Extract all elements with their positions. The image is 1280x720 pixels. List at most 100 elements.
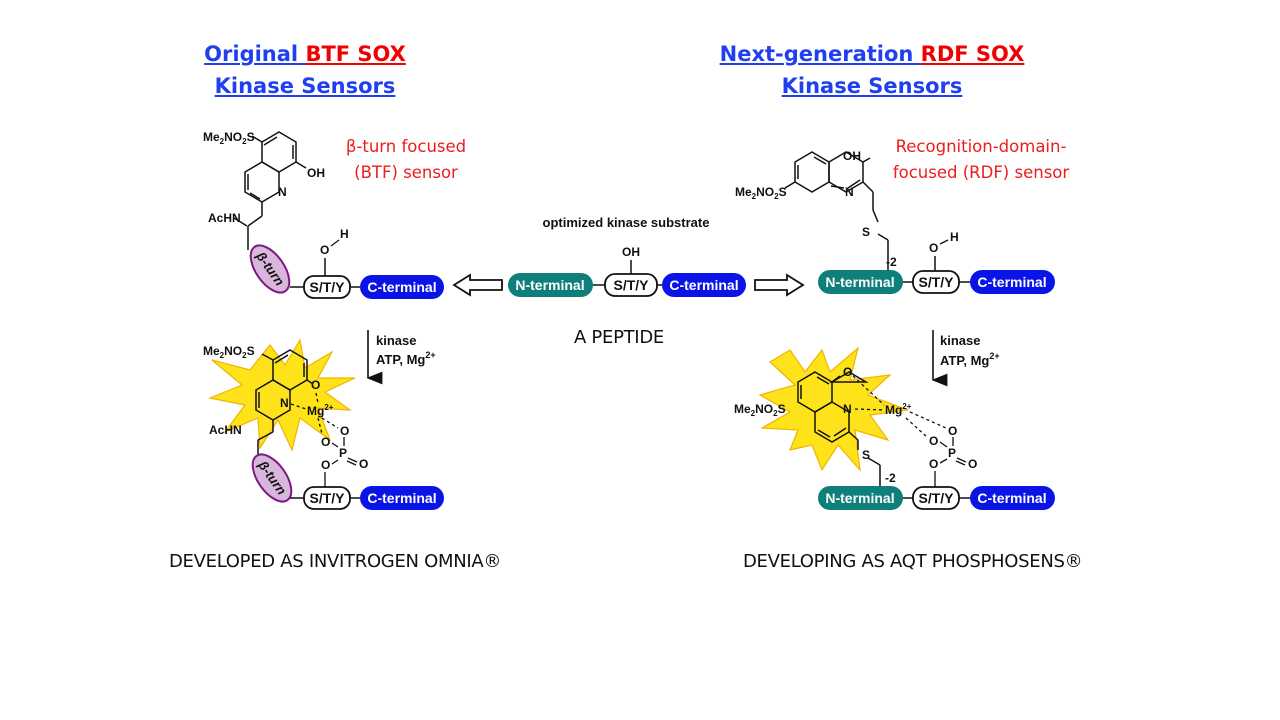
center-n-terminal-label: N-terminal [515,277,584,293]
btf-note: β-turn focused (BTF) sensor [326,134,486,186]
center-sty: S/T/Y [604,273,658,297]
btf-oh-label: OH [307,166,325,180]
btf-note-line1: β-turn focused [345,137,467,156]
right-title-line2: Kinase Sensors [781,74,963,98]
rdf-quinoline-bottom [797,371,881,487]
rdf-sty: S/T/Y [912,270,960,294]
rdf-c-terminal-label: C-terminal [977,274,1046,290]
center-c-terminal: C-terminal [662,273,746,297]
btf-n-label: N [278,185,287,199]
rdf-bottom-position: -2 [885,471,896,485]
btf-quinoline-top [244,131,307,250]
substrate-label: optimized kinase substrate [543,215,710,230]
btf-phos-p: P [339,446,347,460]
btf-c-terminal-label: C-terminal [367,279,436,295]
rdf-bottom-c-terminal-label: C-terminal [977,490,1046,506]
rdf-h-label: H [950,230,959,244]
rdf-kinase-label: kinase [940,333,980,348]
btf-fluorescence-burst [207,338,356,452]
btf-atp-text: ATP, Mg [376,352,425,367]
peptide-label: A PEPTIDE [574,327,664,348]
center-c-terminal-label: C-terminal [669,277,738,293]
rdf-bottom-o: O [843,365,852,379]
btf-phos-o4: O [321,458,330,472]
rdf-bottom-sulfonamide: Me2NO2S [734,402,786,418]
bond [939,239,949,245]
left-caption: DEVELOPED AS INVITROGEN OMNIA® [169,551,502,572]
rdf-phos-o4: O [929,457,938,471]
left-title-red: BTF SOX [305,42,406,66]
rdf-bottom-c-terminal: C-terminal [970,486,1055,510]
bond [233,217,248,227]
rdf-quinoline-top [784,151,889,270]
btf-o-label: O [320,243,329,257]
btf-phosphate-bonds [324,437,358,488]
rdf-mg-text: Mg [885,403,902,417]
rdf-bottom-n-terminal-label: N-terminal [825,490,894,506]
btf-bottom-n: N [280,396,289,410]
btf-atp-charge: 2+ [425,350,435,360]
rdf-sty-label: S/T/Y [918,274,954,290]
rdf-oh-label: OH [843,149,861,163]
btf-kinase-label: kinase [376,333,416,348]
rdf-bottom-n: N [843,402,852,416]
btf-sty: S/T/Y [303,275,351,299]
rdf-position-label: -2 [886,255,897,269]
bond [330,239,340,247]
rdf-bottom-sty: S/T/Y [912,486,960,510]
left-hollow-arrow [452,273,503,297]
btf-bottom-beta-turn: β-turn [251,453,293,503]
rdf-note-line2: focused (RDF) sensor [892,163,1070,182]
rdf-n-terminal: N-terminal [818,270,903,294]
btf-bottom-sty: S/T/Y [303,486,351,510]
right-hollow-arrow [754,273,805,297]
rdf-bottom-sty-label: S/T/Y [918,490,954,506]
rdf-mg-label: Mg2+ [885,402,912,417]
rdf-n-terminal-label: N-terminal [825,274,894,290]
rdf-bottom-s: S [862,448,870,462]
rdf-n-label: N [845,185,854,199]
btf-mg-charge: 2+ [324,403,333,412]
rdf-phos-o3: O [968,457,977,471]
rdf-coordination-bonds [852,375,947,439]
btf-mg-label: Mg2+ [307,403,334,418]
right-title: Next-generation RDF SOX Kinase Sensors [712,38,1032,102]
btf-bottom-c-terminal: C-terminal [360,486,444,510]
rdf-atp-text: ATP, Mg [940,353,989,368]
btf-sulfonamide-label: Me2NO2S [203,130,255,146]
btf-beta-turn: β-turn [249,244,291,294]
btf-achn-label: AcHN [208,211,241,225]
btf-note-line2: (BTF) sensor [354,163,458,182]
rdf-note: Recognition-domain- focused (RDF) sensor [876,134,1086,186]
rdf-sulfonamide-label: Me2NO2S [735,185,787,201]
rdf-atp-label: ATP, Mg2+ [940,351,1000,368]
rdf-o-label: O [929,241,938,255]
rdf-phosphate-bonds [934,437,967,487]
center-oh: OH [622,245,640,259]
btf-bottom-sulfonamide: Me2NO2S [203,344,255,360]
btf-c-terminal: C-terminal [360,275,444,299]
rdf-phos-o2: O [929,434,938,448]
right-title-red: RDF SOX [920,42,1025,66]
right-title-blue: Next-generation [719,42,921,66]
btf-atp-label: ATP, Mg2+ [376,350,436,367]
rdf-s-label: S [862,225,870,239]
btf-bottom-o: O [311,378,320,392]
rdf-mg-charge: 2+ [902,402,911,411]
right-caption: DEVELOPING AS AQT PHOSPHOSENS® [743,551,1083,572]
left-title-line2: Kinase Sensors [214,74,396,98]
center-n-terminal: N-terminal [508,273,593,297]
rdf-atp-charge: 2+ [989,351,999,361]
btf-h-label: H [340,227,349,241]
btf-bottom-c-terminal-label: C-terminal [367,490,436,506]
btf-bottom-achn: AcHN [209,423,242,437]
btf-phos-o1: O [340,424,349,438]
btf-coordination-bonds [290,392,339,435]
rdf-c-terminal: C-terminal [970,270,1055,294]
btf-sty-label: S/T/Y [309,279,345,295]
left-title-blue: Original [204,42,306,66]
btf-phos-o3: O [359,457,368,471]
btf-phos-o2: O [321,435,330,449]
left-title: Original BTF SOX Kinase Sensors [180,38,430,102]
